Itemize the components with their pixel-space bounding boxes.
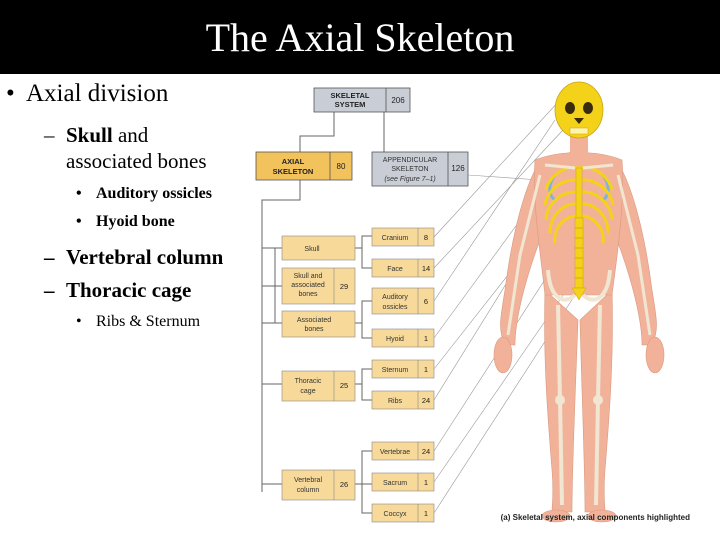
group-box-skull-associated: Skull and associated bones 29 [281,267,356,305]
ribs-text: Ribs & Sternum [96,313,201,330]
part-label: Sacrum [383,480,407,487]
part-count: 1 [424,334,428,343]
dash-marker: – [44,278,55,302]
part-box-sternum: Sternum 1 [371,359,435,379]
group-label-1: Thoracic [295,378,322,385]
group-label-1: Skull and [294,273,323,280]
part-box-vertebrae: Vertebrae 24 [371,441,435,461]
skeletal-label-1: SKELETAL [330,91,369,100]
group-label-2: associated [291,282,325,289]
bullet-text: Axial division [26,80,169,107]
part-box-sacrum: Sacrum 1 [371,472,435,492]
part-label-2: ossicles [383,304,408,311]
sub-bullet-skull: –Skull and associated bones [44,122,207,174]
group-box-skull: Skull [281,235,356,261]
bullet-marker: • [6,80,15,107]
part-label: Sternum [382,367,409,374]
bullet-axial-division: • Axial division [6,80,168,108]
group-box-thoracic-cage: Thoracic cage 25 [281,370,356,402]
part-label: Cranium [382,235,409,242]
axial-count: 80 [337,162,346,171]
part-count: 1 [424,365,428,374]
vertebral-column [571,217,587,301]
sub-sub-bullet-ribs: • Ribs & Sternum [76,313,200,331]
axial-label-2: SKELETON [273,167,314,176]
thoracic-text: Thoracic cage [66,278,192,302]
dash-marker: – [44,123,55,147]
part-box-cranium: Cranium 8 [371,227,435,247]
group-count: 25 [340,381,348,390]
part-count: 24 [422,396,430,405]
axial-label-1: AXIAL [282,157,305,166]
slide-title-bar: The Axial Skeleton [0,0,720,74]
part-count: 24 [422,447,430,456]
part-label-1: Auditory [382,294,408,301]
group-count: 29 [340,282,348,291]
group-label-2: bones [304,326,324,333]
vertebral-text: Vertebral column [66,245,224,269]
part-box-auditory-ossicles: Auditory ossicles 6 [371,287,435,315]
human-figure [493,81,665,523]
skull-bold-text: Skull [66,123,113,147]
part-count: 8 [424,233,428,242]
group-label: Skull [304,246,320,253]
skeletal-system-box: SKELETAL SYSTEM 206 [313,87,411,113]
skull-rest-text: and [112,123,149,147]
part-label: Face [387,266,403,273]
slide-title: The Axial Skeleton [205,14,515,60]
tree-lines [261,110,385,514]
part-count: 6 [424,297,428,306]
part-box-hyoid: Hyoid 1 [371,328,435,348]
sub-sub-bullet-ossicles: • Auditory ossicles [76,185,212,203]
part-label: Ribs [388,398,403,405]
group-label-1: Vertebral [294,477,322,484]
appendicular-box: APPENDICULAR SKELETON (see Figure 7–1) 1… [371,151,469,187]
group-label-2: column [297,487,320,494]
group-label-2: cage [300,388,315,395]
part-count: 14 [422,264,430,273]
part-count: 1 [424,509,428,518]
sub-bullet-thoracic: –Thoracic cage [44,277,191,303]
group-box-associated-bones: Associated bones [281,310,356,338]
ossicles-text: Auditory ossicles [96,185,212,202]
figure-caption: (a) Skeletal system, axial components hi… [501,513,690,522]
part-box-face: Face 14 [371,258,435,278]
group-label-3: bones [298,291,318,298]
appendicular-label-1: APPENDICULAR [383,157,437,164]
group-count: 26 [340,480,348,489]
skull-rest-text-line2: associated bones [66,149,207,173]
axial-skeleton-box: AXIAL SKELETON 80 [255,151,353,181]
dash-marker: – [44,245,55,269]
bullet-marker: • [76,313,82,330]
part-box-ribs: Ribs 24 [371,390,435,410]
appendicular-label-2: SKELETON [391,166,428,173]
part-label: Hyoid [386,336,404,343]
part-label: Vertebrae [380,449,410,456]
hyoid-text: Hyoid bone [96,213,175,230]
group-box-vertebral-column: Vertebral column 26 [281,469,356,501]
sub-sub-bullet-hyoid: • Hyoid bone [76,213,175,231]
sub-bullet-vertebral: –Vertebral column [44,244,223,270]
part-count: 1 [424,478,428,487]
bullet-marker: • [76,185,82,202]
part-label: Coccyx [384,511,407,518]
appendicular-count: 126 [451,164,465,173]
bullet-marker: • [76,213,82,230]
part-box-coccyx: Coccyx 1 [371,503,435,523]
appendicular-label-3: (see Figure 7–1) [384,176,435,183]
skeletal-count: 206 [391,96,405,105]
skeletal-label-2: SYSTEM [335,100,366,109]
group-label-1: Associated [297,317,331,324]
